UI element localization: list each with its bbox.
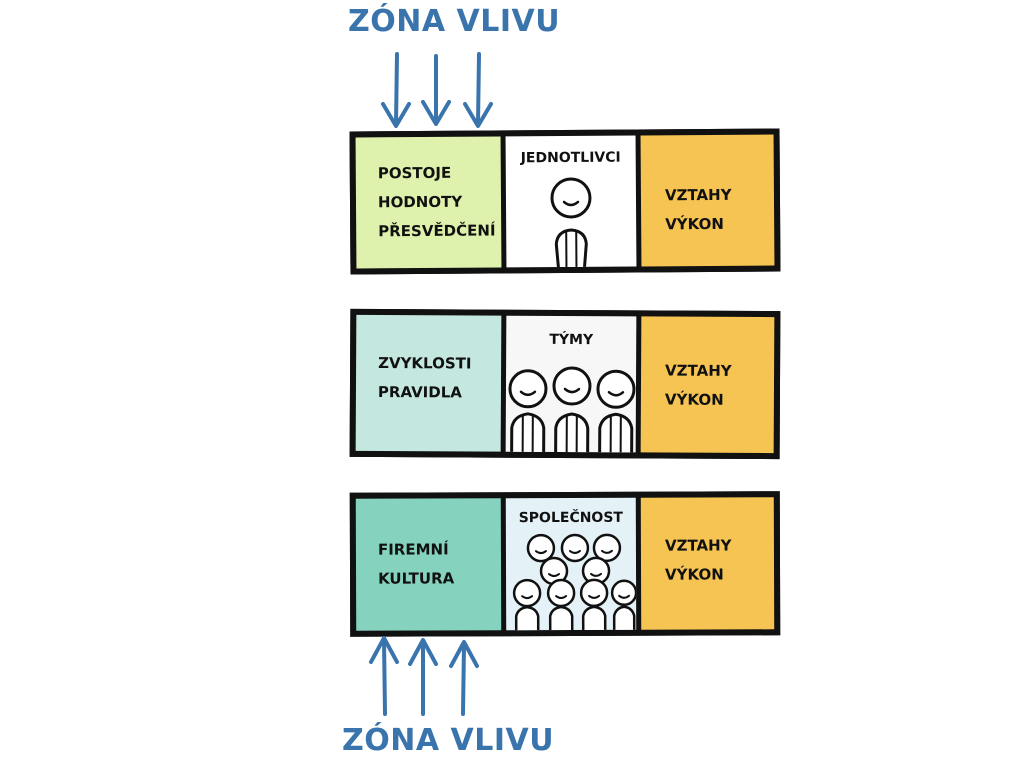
zone-of-influence-bottom-label: ZÓNA VLIVU <box>342 723 555 758</box>
relationships-performance-panel: VZTAHY VÝKON <box>640 134 775 267</box>
relationships-performance-panel: VZTAHY VÝKON <box>640 316 775 454</box>
company-label: FIREMNÍ <box>377 540 449 559</box>
company-culture-panel: FIREMNÍ KULTURA <box>355 498 502 631</box>
culture-label: KULTURA <box>378 569 455 588</box>
up-arrows-icon <box>369 636 479 716</box>
performance-label: VÝKON <box>664 390 724 409</box>
rules-label: PRAVIDLA <box>377 383 462 402</box>
crowd-icon <box>512 533 637 631</box>
relationships-performance-panel: VZTAHY VÝKON <box>640 497 775 630</box>
team-level-row: ZVYKLOSTI PRAVIDLA TÝMY VZTAHY <box>349 308 781 460</box>
company-level-row: FIREMNÍ KULTURA SPOLEČNOST <box>349 491 781 637</box>
relationships-label: VZTAHY <box>664 536 732 555</box>
habits-label: ZVYKLOSTI <box>378 354 472 373</box>
beliefs-label: PŘESVĚDČENÍ <box>378 221 496 241</box>
zone-of-influence-top-label: ZÓNA VLIVU <box>348 4 561 39</box>
individuals-panel: JEDNOTLIVCI <box>505 135 637 268</box>
relationships-label: VZTAHY <box>664 185 732 205</box>
performance-label: VÝKON <box>665 565 724 584</box>
relationships-label: VZTAHY <box>665 361 732 380</box>
individual-level-row: POSTOJE HODNOTY PŘESVĚDČENÍ JEDNOTLIVCI … <box>349 128 781 275</box>
down-arrows-icon <box>381 52 493 128</box>
team-of-three-icon <box>508 366 636 453</box>
attitudes-values-beliefs-panel: POSTOJE HODNOTY PŘESVĚDČENÍ <box>355 136 502 269</box>
habits-rules-panel: ZVYKLOSTI PRAVIDLA <box>355 314 502 452</box>
teams-panel: TÝMY <box>505 315 637 453</box>
society-panel: SPOLEČNOST <box>505 497 637 631</box>
attitudes-label: POSTOJE <box>377 163 452 183</box>
performance-label: VÝKON <box>665 214 724 234</box>
single-person-icon <box>550 177 592 268</box>
values-label: HODNOTY <box>377 192 463 212</box>
